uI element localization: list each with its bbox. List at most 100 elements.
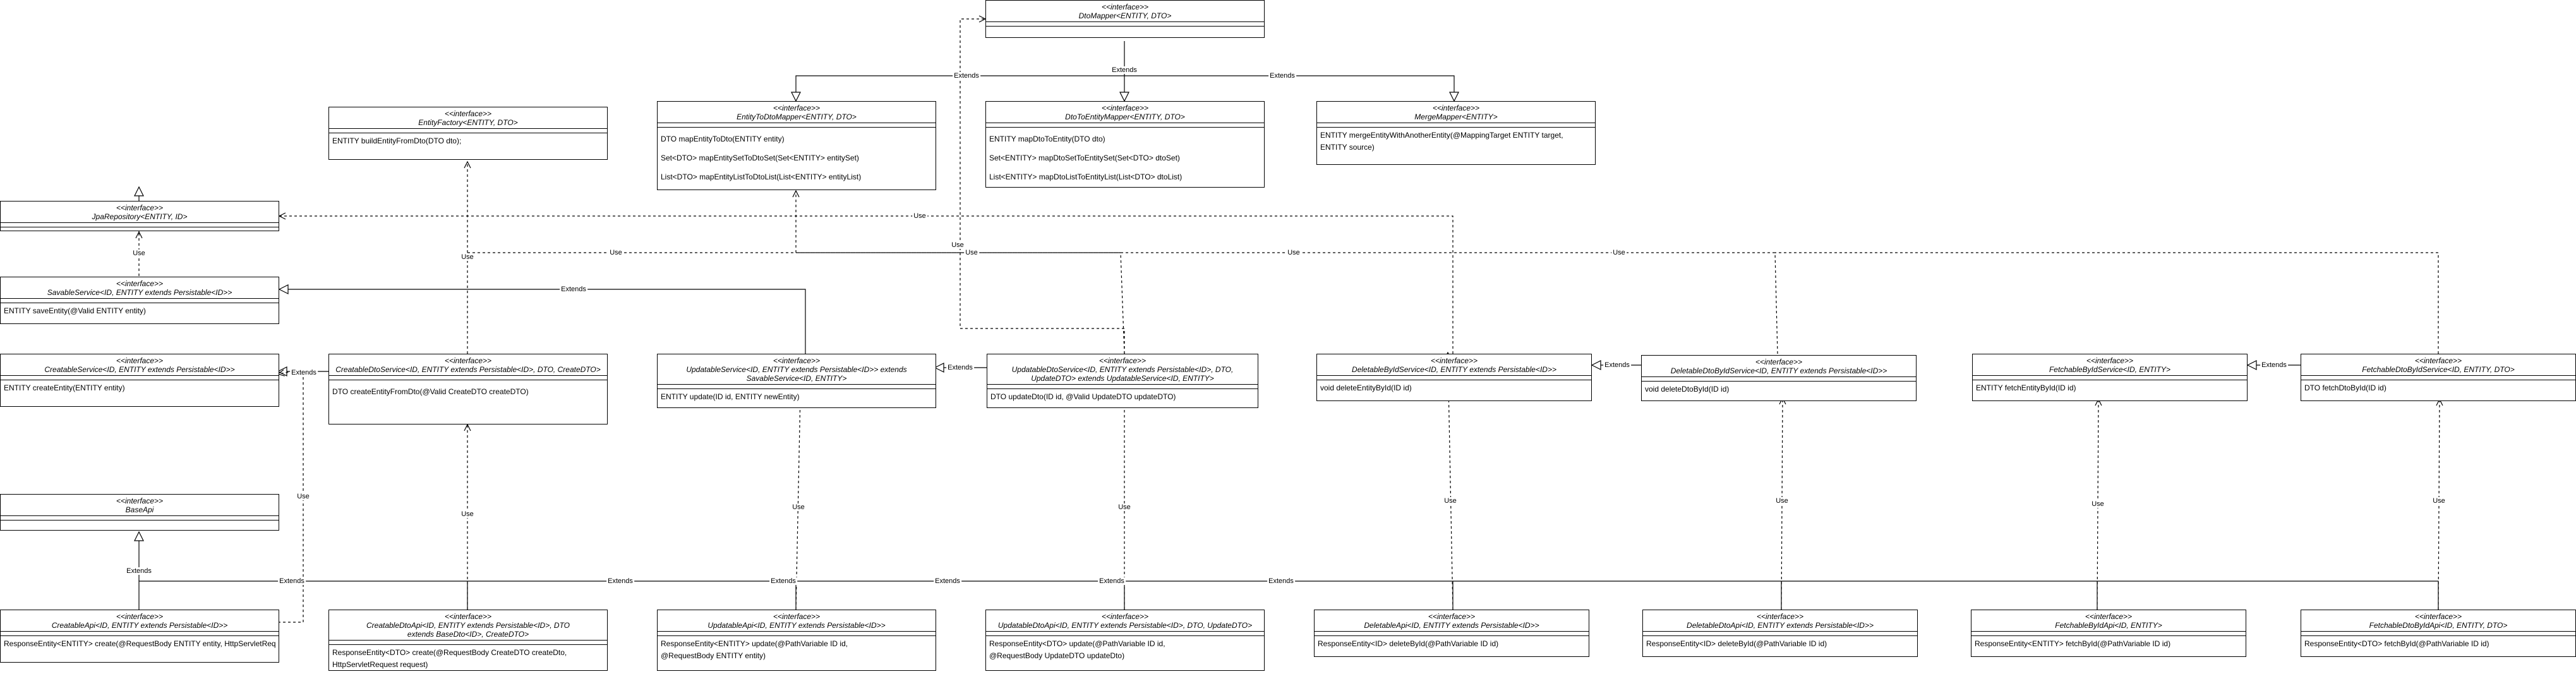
stereotype: <<interface>> bbox=[1428, 612, 1476, 621]
interface-savable-service[interactable]: <<interface>>SavableService<ID, ENTITY e… bbox=[0, 277, 279, 324]
interface-deletable-api[interactable]: <<interface>>DeletableApi<ID, ENTITY ext… bbox=[1314, 610, 1589, 657]
use-edge bbox=[279, 216, 1454, 354]
method: ResponseEntity<ID> deleteById(@PathVaria… bbox=[1646, 639, 1827, 648]
interface-creatable-dto-service[interactable]: <<interface>>CreatableDtoService<ID, ENT… bbox=[328, 354, 608, 424]
method: @RequestBody UpdateDTO updateDto) bbox=[989, 651, 1125, 660]
extends-edge bbox=[138, 581, 2439, 610]
stereotype: <<interface>> bbox=[1101, 3, 1149, 11]
interface-name: UpdatableApi<ID, ENTITY extends Persista… bbox=[707, 621, 886, 630]
stereotype: <<interface>> bbox=[2414, 356, 2462, 365]
extends-edge bbox=[279, 289, 806, 359]
method: ResponseEntity<ENTITY> fetchById(@PathVa… bbox=[1975, 639, 2171, 648]
stereotype: <<interface>> bbox=[116, 203, 164, 212]
method: List<DTO> mapEntityListToDtoList(List<EN… bbox=[661, 172, 862, 181]
extends-label: Extends bbox=[946, 364, 974, 371]
use-label: Use bbox=[1117, 503, 1132, 511]
interface-dto-mapper[interactable]: <<interface>>DtoMapper<ENTITY, DTO> bbox=[985, 0, 1265, 38]
interface-updatable-service[interactable]: <<interface>>UpdatableService<ID, ENTITY… bbox=[657, 354, 936, 408]
extends-label: Extends bbox=[278, 577, 306, 585]
interface-fetchable-by-id-service[interactable]: <<interface>>FetchableByIdService<ID, EN… bbox=[1972, 354, 2248, 401]
method: ENTITY fetchEntityById(ID id) bbox=[1976, 383, 2076, 392]
use-edge bbox=[960, 19, 1125, 354]
stereotype: <<interface>> bbox=[116, 612, 164, 621]
method: ENTITY createEntity(ENTITY entity) bbox=[4, 383, 125, 392]
interface-creatable-service[interactable]: <<interface>>CreatableService<ID, ENTITY… bbox=[0, 354, 279, 407]
stereotype: <<interface>> bbox=[2086, 356, 2134, 365]
extends-label: Extends bbox=[1110, 66, 1138, 74]
interface-name: UpdatableService<ID, ENTITY extends Pers… bbox=[686, 365, 907, 383]
stereotype: <<interface>> bbox=[1101, 612, 1149, 621]
method: ENTITY buildEntityFromDto(DTO dto); bbox=[332, 136, 462, 145]
interface-name: FetchableByIdService<ID, ENTITY> bbox=[2049, 365, 2171, 374]
method: void deleteEntityById(ID id) bbox=[1320, 383, 1412, 392]
interface-name: MergeMapper<ENTITY> bbox=[1414, 112, 1498, 121]
stereotype: <<interface>> bbox=[1101, 104, 1149, 112]
interface-name: EntityToDtoMapper<ENTITY, DTO> bbox=[737, 112, 857, 121]
extends-label: Extends bbox=[1098, 577, 1126, 585]
interface-name: DeletableApi<ID, ENTITY extends Persista… bbox=[1364, 621, 1539, 630]
stereotype: <<interface>> bbox=[444, 109, 492, 118]
method: Set<ENTITY> mapDtoSetToEntitySet(Set<DTO… bbox=[989, 153, 1180, 162]
use-label: Use bbox=[296, 493, 311, 500]
method: ResponseEntity<ENTITY> update(@PathVaria… bbox=[661, 639, 848, 648]
interface-creatable-api[interactable]: <<interface>>CreatableApi<ID, ENTITY ext… bbox=[0, 610, 279, 663]
method: ENTITY source) bbox=[1320, 143, 1375, 152]
use-label: Use bbox=[964, 249, 979, 256]
method: DTO mapEntityToDto(ENTITY entity) bbox=[661, 135, 785, 143]
method: DTO updateDto(ID id, @Valid UpdateDTO up… bbox=[990, 392, 1176, 401]
interface-deletable-dto-api[interactable]: <<interface>>DeletableDtoApi<ID, ENTITY … bbox=[1642, 610, 1918, 657]
use-label: Use bbox=[460, 253, 475, 261]
stereotype: <<interface>> bbox=[444, 356, 492, 365]
interface-dto-to-entity-mapper[interactable]: <<interface>>DtoToEntityMapper<ENTITY, D… bbox=[985, 101, 1265, 188]
use-label: Use bbox=[1774, 497, 1790, 505]
extends-label: Extends bbox=[1268, 72, 1296, 80]
interface-fetchable-dto-by-id-service[interactable]: <<interface>>FetchableDtoByIdService<ID,… bbox=[2301, 354, 2576, 401]
interface-merge-mapper[interactable]: <<interface>>MergeMapper<ENTITY> ENTITY … bbox=[1316, 101, 1596, 165]
interface-entity-to-dto-mapper[interactable]: <<interface>>EntityToDtoMapper<ENTITY, D… bbox=[657, 101, 936, 190]
interface-creatable-dto-api[interactable]: <<interface>>CreatableDtoApi<ID, ENTITY … bbox=[328, 610, 608, 671]
interface-base-api[interactable]: <<interface>>BaseApi bbox=[0, 494, 279, 531]
use-label: Use bbox=[2090, 500, 2105, 508]
stereotype: <<interface>> bbox=[773, 612, 821, 621]
interface-updatable-api[interactable]: <<interface>>UpdatableApi<ID, ENTITY ext… bbox=[657, 610, 936, 671]
interface-name: DeletableDtoByIdService<ID, ENTITY exten… bbox=[1670, 366, 1887, 375]
interface-name: DeletableByIdService<ID, ENTITY extends … bbox=[1352, 365, 1556, 374]
interface-deletable-by-id-service[interactable]: <<interface>>DeletableByIdService<ID, EN… bbox=[1316, 354, 1592, 401]
interface-updatable-dto-api[interactable]: <<interface>>UpdatableDtoApi<ID, ENTITY … bbox=[985, 610, 1265, 671]
use-label: Use bbox=[2431, 497, 2447, 505]
interface-deletable-dto-by-id-service[interactable]: <<interface>>DeletableDtoByIdService<ID,… bbox=[1641, 355, 1917, 401]
use-edge bbox=[796, 252, 1125, 354]
extends-label: Extends bbox=[769, 577, 797, 585]
method: @RequestBody ENTITY entity) bbox=[661, 651, 766, 660]
method: ResponseEntity<ID> deleteById(@PathVaria… bbox=[1318, 639, 1499, 648]
stereotype: <<interface>> bbox=[773, 104, 821, 112]
interface-name: SavableService<ID, ENTITY extends Persis… bbox=[47, 288, 232, 297]
interface-fetchable-by-id-api[interactable]: <<interface>>FetchableByIdApi<ID, ENTITY… bbox=[1971, 610, 2246, 657]
method: ResponseEntity<DTO> update(@PathVariable… bbox=[989, 639, 1165, 648]
interface-name: DtoToEntityMapper<ENTITY, DTO> bbox=[1065, 112, 1185, 121]
method: ENTITY update(ID id, ENTITY newEntity) bbox=[661, 392, 800, 401]
interface-updatable-dto-service[interactable]: <<interface>>UpdatableDtoService<ID, ENT… bbox=[987, 354, 1258, 408]
extends-label: Extends bbox=[953, 72, 980, 80]
extends-label: Extends bbox=[2260, 361, 2288, 369]
use-label: Use bbox=[912, 212, 927, 220]
interface-name: FetchableByIdApi<ID, ENTITY> bbox=[2055, 621, 2162, 630]
interface-name: CreatableDtoService<ID, ENTITY extends P… bbox=[335, 365, 601, 374]
interface-name: FetchableDtoByIdService<ID, ENTITY, DTO> bbox=[2362, 365, 2515, 374]
extends-label: Extends bbox=[606, 577, 634, 585]
interface-name: DtoMapper<ENTITY, DTO> bbox=[1078, 11, 1172, 20]
stereotype: <<interface>> bbox=[1432, 104, 1480, 112]
use-label: Use bbox=[950, 241, 965, 249]
use-edge bbox=[467, 191, 796, 253]
interface-fetchable-dto-by-id-api[interactable]: <<interface>>FetchableDtoByIdApi<ID, ENT… bbox=[2301, 610, 2576, 657]
method: void deleteDtoById(ID id) bbox=[1645, 385, 1730, 394]
method: ENTITY mergeEntityWithAnotherEntity(@Map… bbox=[1320, 131, 1563, 140]
use-label: Use bbox=[791, 503, 806, 511]
stereotype: <<interface>> bbox=[2085, 612, 2133, 621]
stereotype: <<interface>> bbox=[116, 356, 164, 365]
interface-name: CreatableService<ID, ENTITY extends Pers… bbox=[44, 365, 235, 374]
interface-jpa-repository[interactable]: <<interface>>JpaRepository<ENTITY, ID> bbox=[0, 201, 279, 231]
stereotype: <<interface>> bbox=[773, 356, 821, 365]
interface-entity-factory[interactable]: <<interface>>EntityFactory<ENTITY, DTO> … bbox=[328, 107, 608, 160]
